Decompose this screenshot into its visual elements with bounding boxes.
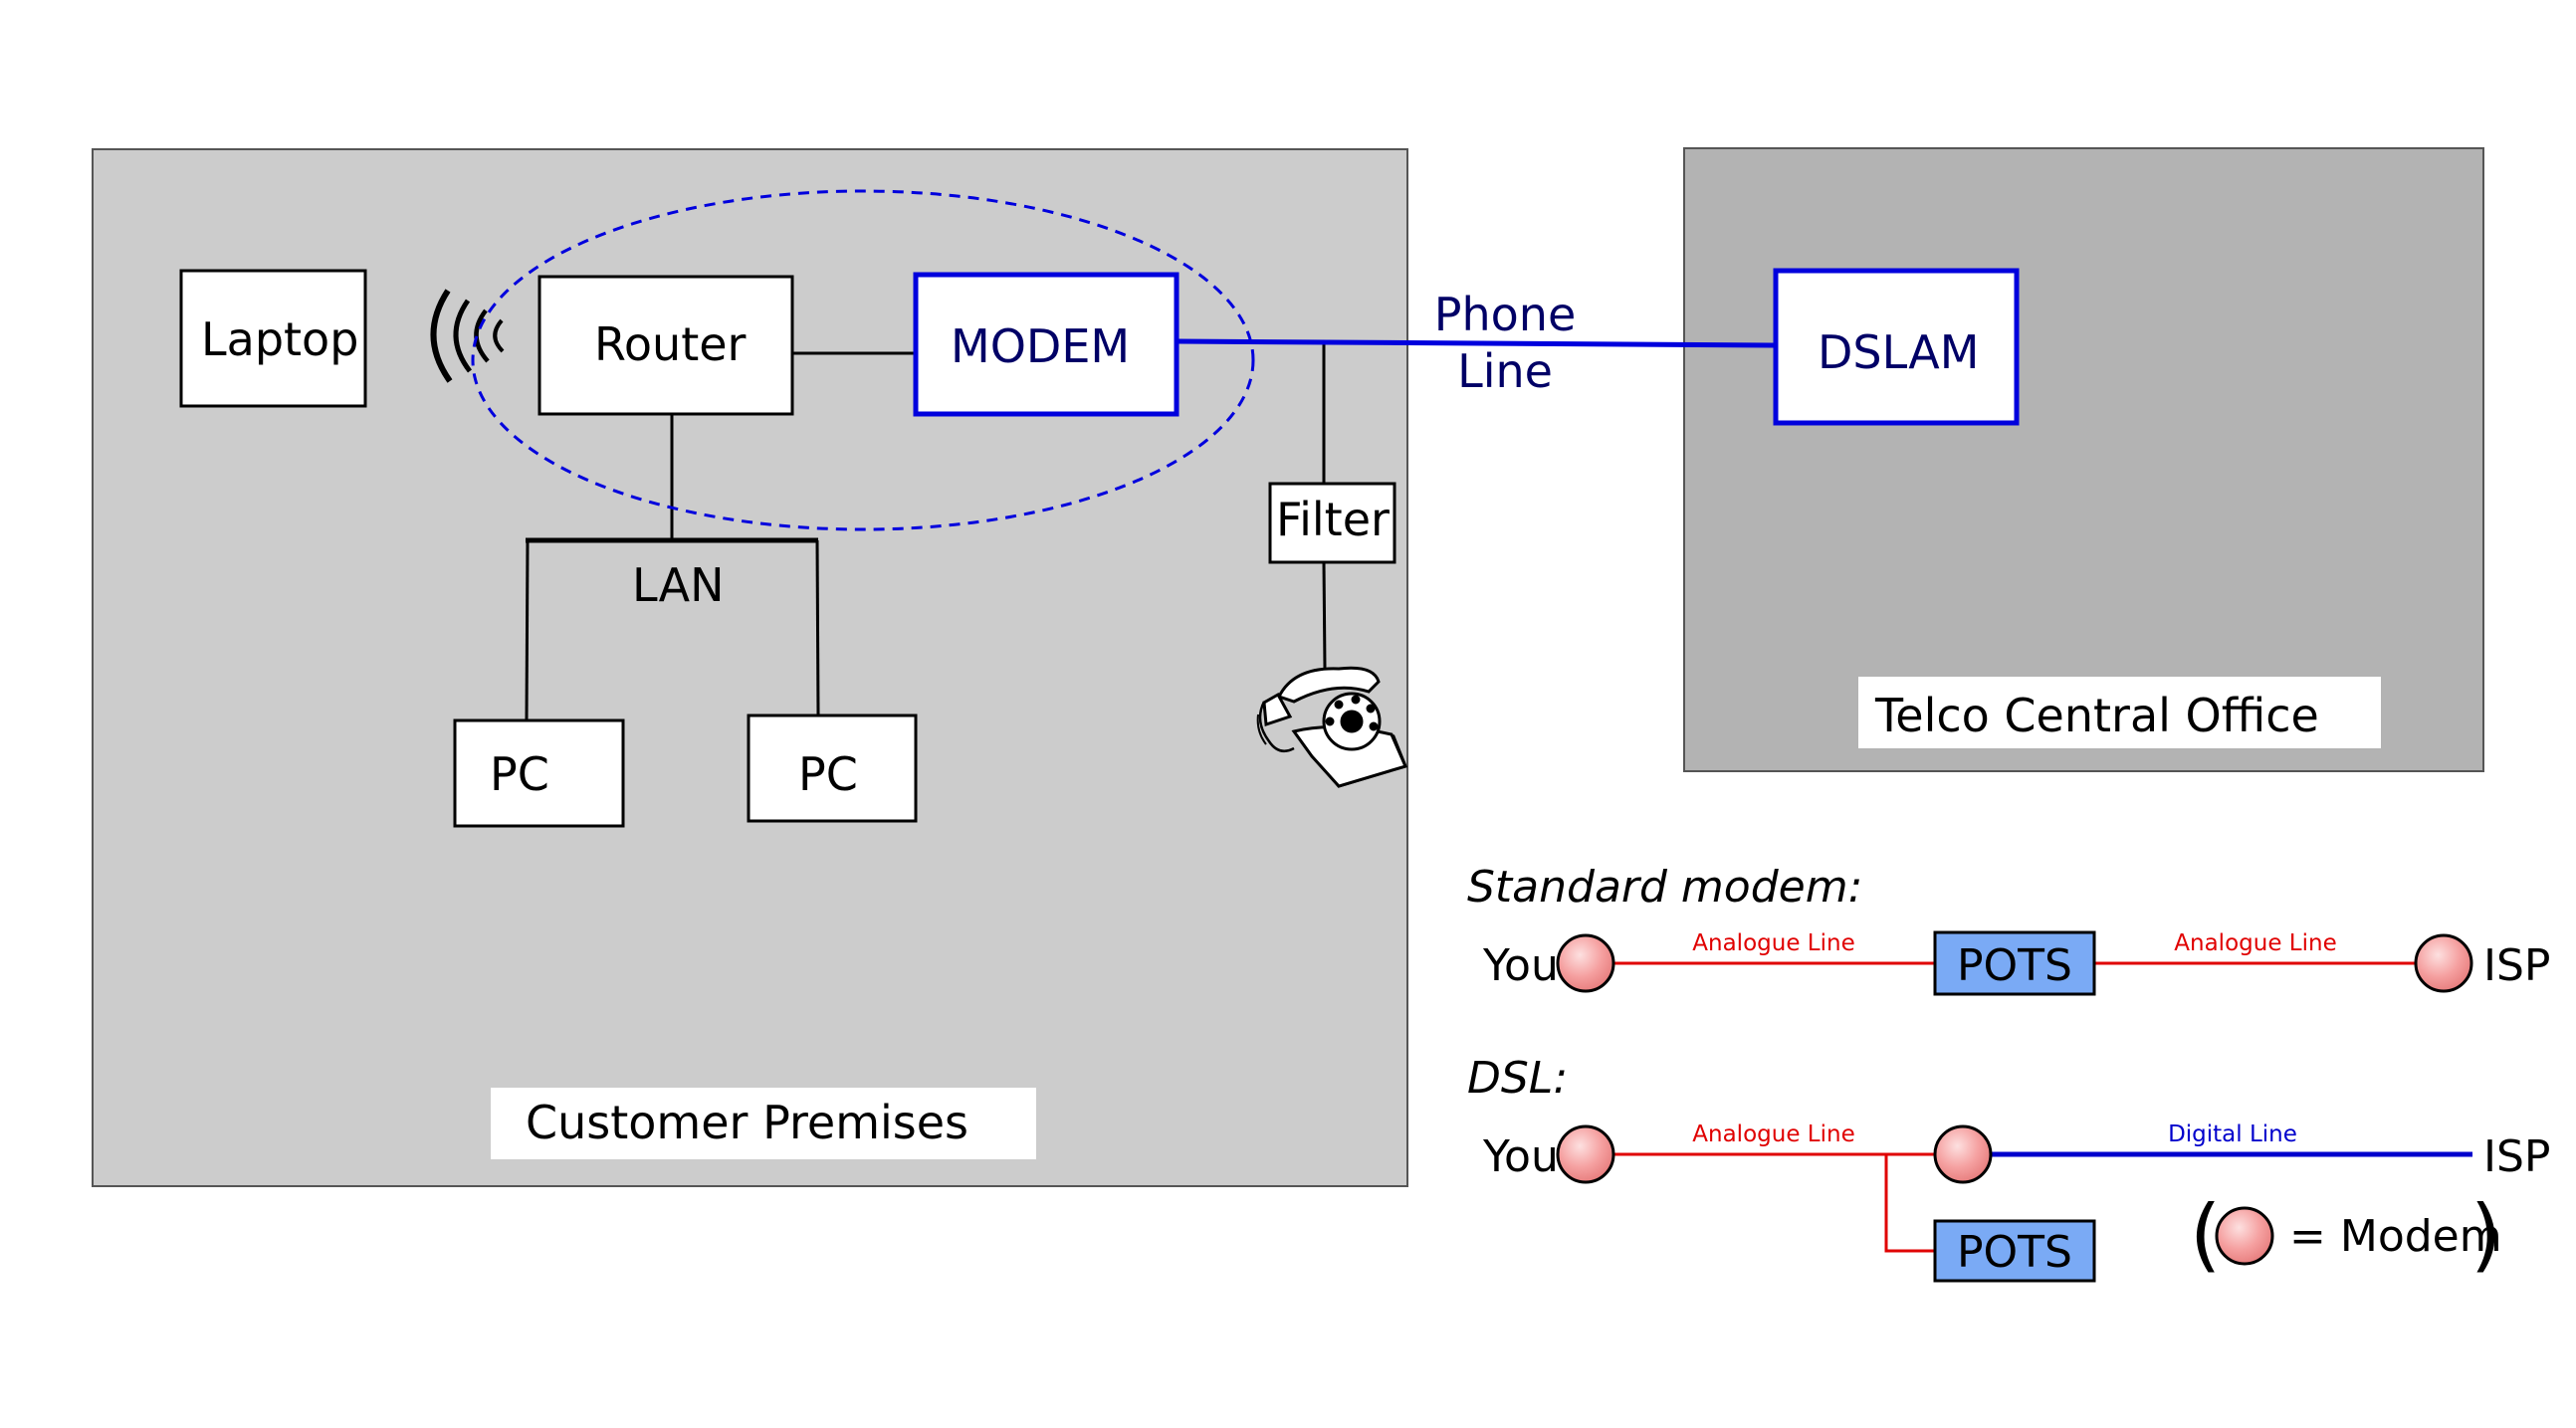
pc-node-2: PC (747, 714, 918, 823)
dsl-exchange-modem-node (1933, 1124, 1993, 1184)
dsl-isp-label: ISP (2483, 1131, 2550, 1182)
standard-right-line-label: Analogue Line (2174, 930, 2336, 956)
office-title: Telco Central Office (1874, 689, 2319, 742)
pc1-box (453, 718, 625, 828)
phone-line-label-2: Line (1457, 344, 1553, 398)
dslam-box (1773, 268, 2020, 426)
dsl-digital-line-label: Digital Line (2168, 1122, 2297, 1147)
pc2-label: PC (798, 747, 858, 801)
standard-you-modem-node (1556, 933, 1615, 993)
laptop-label: Laptop (201, 312, 358, 366)
router-box (537, 275, 794, 416)
standard-pots-label: POTS (1957, 940, 2072, 991)
standard-you-label: You (1482, 940, 1559, 991)
router-modem-grouping-ellipse (471, 189, 1255, 531)
dsl-you-modem-node (1556, 1124, 1615, 1184)
laptop-node: Laptop (179, 269, 367, 408)
pc-node-1: PC (453, 718, 625, 828)
dslam-label: DSLAM (1818, 325, 1979, 379)
office-background (1683, 147, 2484, 772)
wifi-waves-icon (430, 289, 505, 383)
premises-label-box (491, 1088, 1036, 1159)
premises-wiring (525, 343, 1327, 721)
filter-phone-link (1322, 561, 1327, 670)
modem-box (913, 272, 1180, 417)
telephone-icon (1256, 666, 1408, 788)
legend-standard-modem: Standard modem: You Analogue Line Analog… (1467, 862, 2550, 996)
modem-node: MODEM (913, 272, 1180, 417)
lan-pc2-link (815, 539, 820, 716)
filter-node: Filter (1268, 482, 1396, 564)
dsl-heading: DSL: (1467, 1053, 1568, 1104)
pc2-box (747, 714, 918, 823)
modem-label: MODEM (951, 319, 1130, 373)
laptop-box (179, 269, 367, 408)
filter-box (1268, 482, 1396, 564)
dslam-node: DSLAM (1773, 268, 2020, 426)
legend-dsl: DSL: You Analogue Line Digital Line POTS… (1467, 1053, 2550, 1283)
dsl-pots-label: POTS (1957, 1227, 2072, 1278)
phone-line-label-1: Phone (1434, 288, 1577, 341)
legend-key: ( = Modem ) (2190, 1188, 2502, 1281)
standard-isp-label: ISP (2483, 940, 2550, 991)
key-modem-node (2215, 1206, 2274, 1266)
standard-heading: Standard modem: (1467, 862, 1862, 913)
router-node: Router (537, 275, 794, 416)
dsl-you-label: You (1482, 1131, 1559, 1182)
dsl-pots-branch (1884, 1154, 1935, 1253)
dsl-analogue-line-label: Analogue Line (1692, 1122, 1854, 1147)
phone-line-cable (1177, 338, 1777, 348)
standard-pots-box (1933, 930, 2096, 996)
standard-isp-modem-node (2414, 933, 2473, 993)
standard-left-line-label: Analogue Line (1692, 930, 1854, 956)
central-office-panel: Telco Central Office (1683, 147, 2484, 772)
key-label: = Modem (2289, 1211, 2502, 1262)
router-label: Router (594, 317, 747, 371)
phone-line: Phone Line (1177, 288, 1777, 398)
office-label-box (1858, 677, 2381, 748)
premises-title: Customer Premises (526, 1096, 968, 1149)
lan-label: LAN (632, 558, 725, 612)
lan-pc1-link (525, 539, 530, 721)
filter-label: Filter (1276, 493, 1390, 546)
pc1-label: PC (490, 747, 549, 801)
dsl-pots-box (1933, 1219, 2096, 1283)
key-close-paren: ) (2470, 1188, 2501, 1281)
